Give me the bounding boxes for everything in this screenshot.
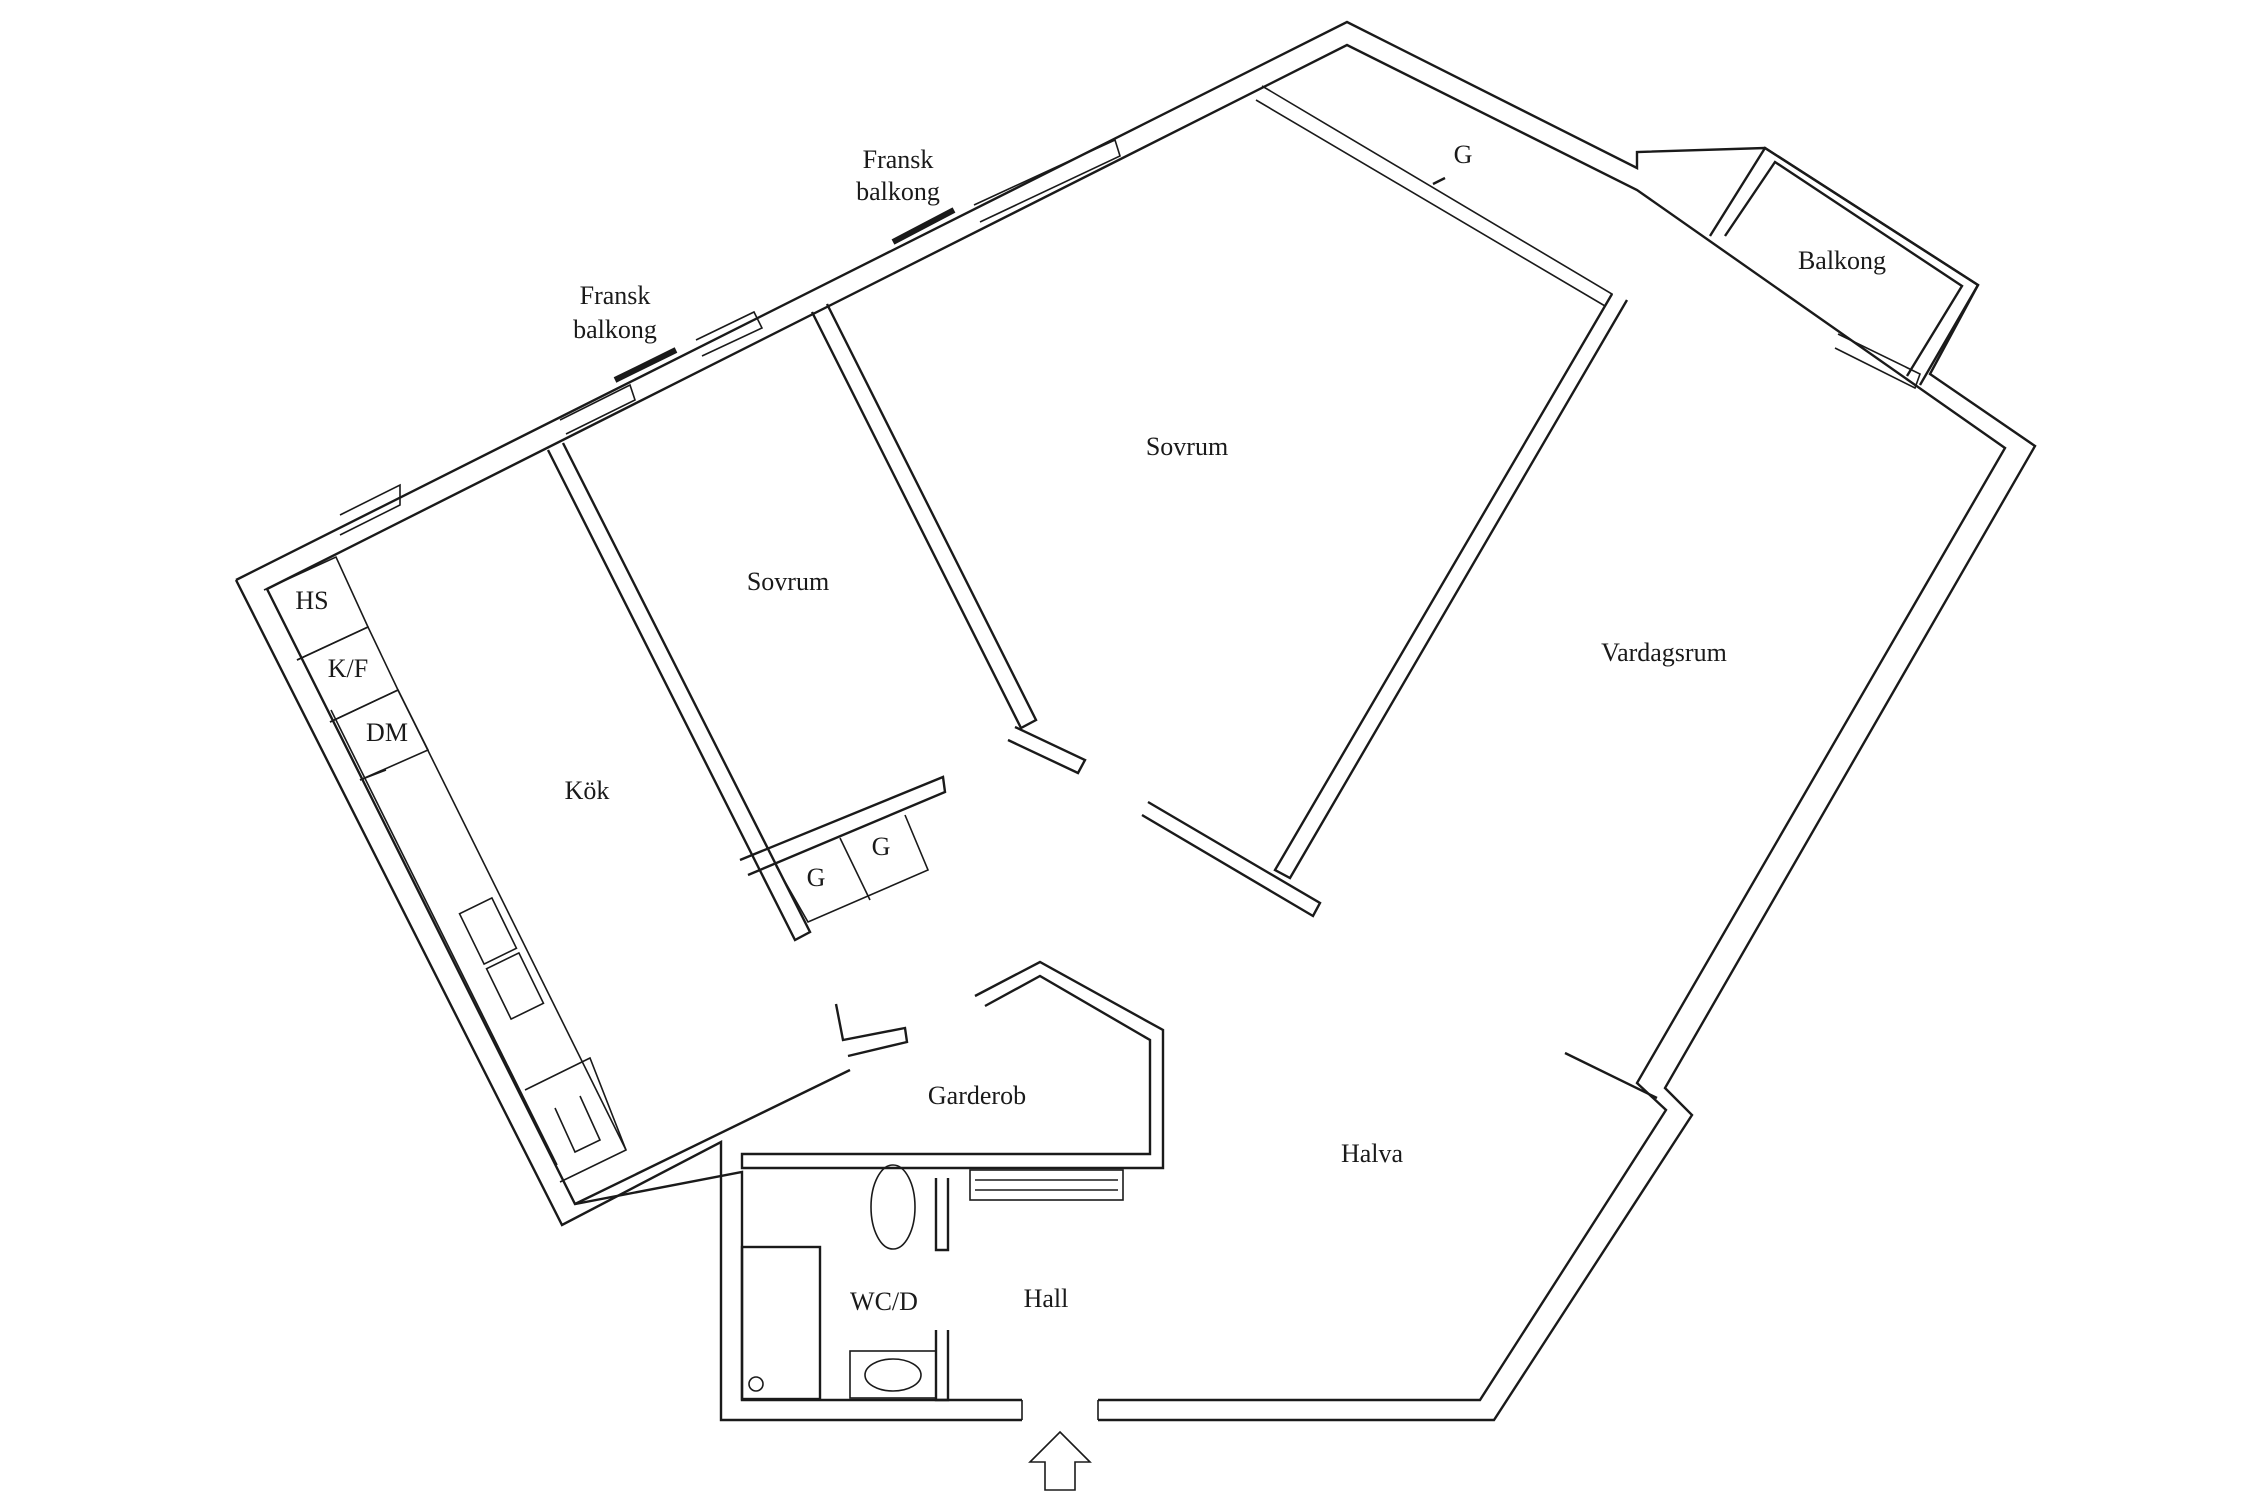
room-label-sovrum-large: Sovrum	[1146, 432, 1228, 461]
outer-walls	[234, 20, 2037, 1422]
room-label-fransk-balkong-1-line1: Fransk	[863, 145, 934, 174]
room-label-sovrum-small: Sovrum	[747, 567, 829, 596]
room-label-fransk-balkong-1-line2: balkong	[856, 177, 940, 206]
room-label-fransk-balkong-2-line1: Fransk	[580, 281, 651, 310]
room-labels: Balkong Fransk balkong Fransk balkong G …	[295, 140, 1886, 1316]
room-label-dm: DM	[366, 718, 408, 747]
room-label-g-top: G	[1454, 140, 1473, 169]
room-label-kok: Kök	[565, 776, 610, 805]
room-label-fransk-balkong-2-line2: balkong	[573, 315, 657, 344]
room-label-wcd: WC/D	[850, 1287, 918, 1316]
room-label-halva: Halva	[1341, 1139, 1404, 1168]
entrance-arrow-icon	[1028, 1430, 1092, 1491]
room-label-g-left: G	[807, 863, 826, 892]
bathroom-fixtures	[740, 1164, 1124, 1401]
room-label-kf: K/F	[328, 654, 368, 683]
windows	[339, 138, 1921, 536]
room-label-vardagsrum: Vardagsrum	[1601, 638, 1727, 667]
room-label-balkong: Balkong	[1798, 246, 1886, 275]
kitchen-counters	[263, 555, 628, 1183]
interior-walls	[546, 85, 1658, 1420]
room-label-hall: Hall	[1024, 1284, 1069, 1313]
room-label-g-right: G	[872, 832, 891, 861]
room-label-garderob: Garderob	[928, 1081, 1026, 1110]
balcony	[1708, 146, 1980, 386]
room-label-hs: HS	[295, 586, 328, 615]
